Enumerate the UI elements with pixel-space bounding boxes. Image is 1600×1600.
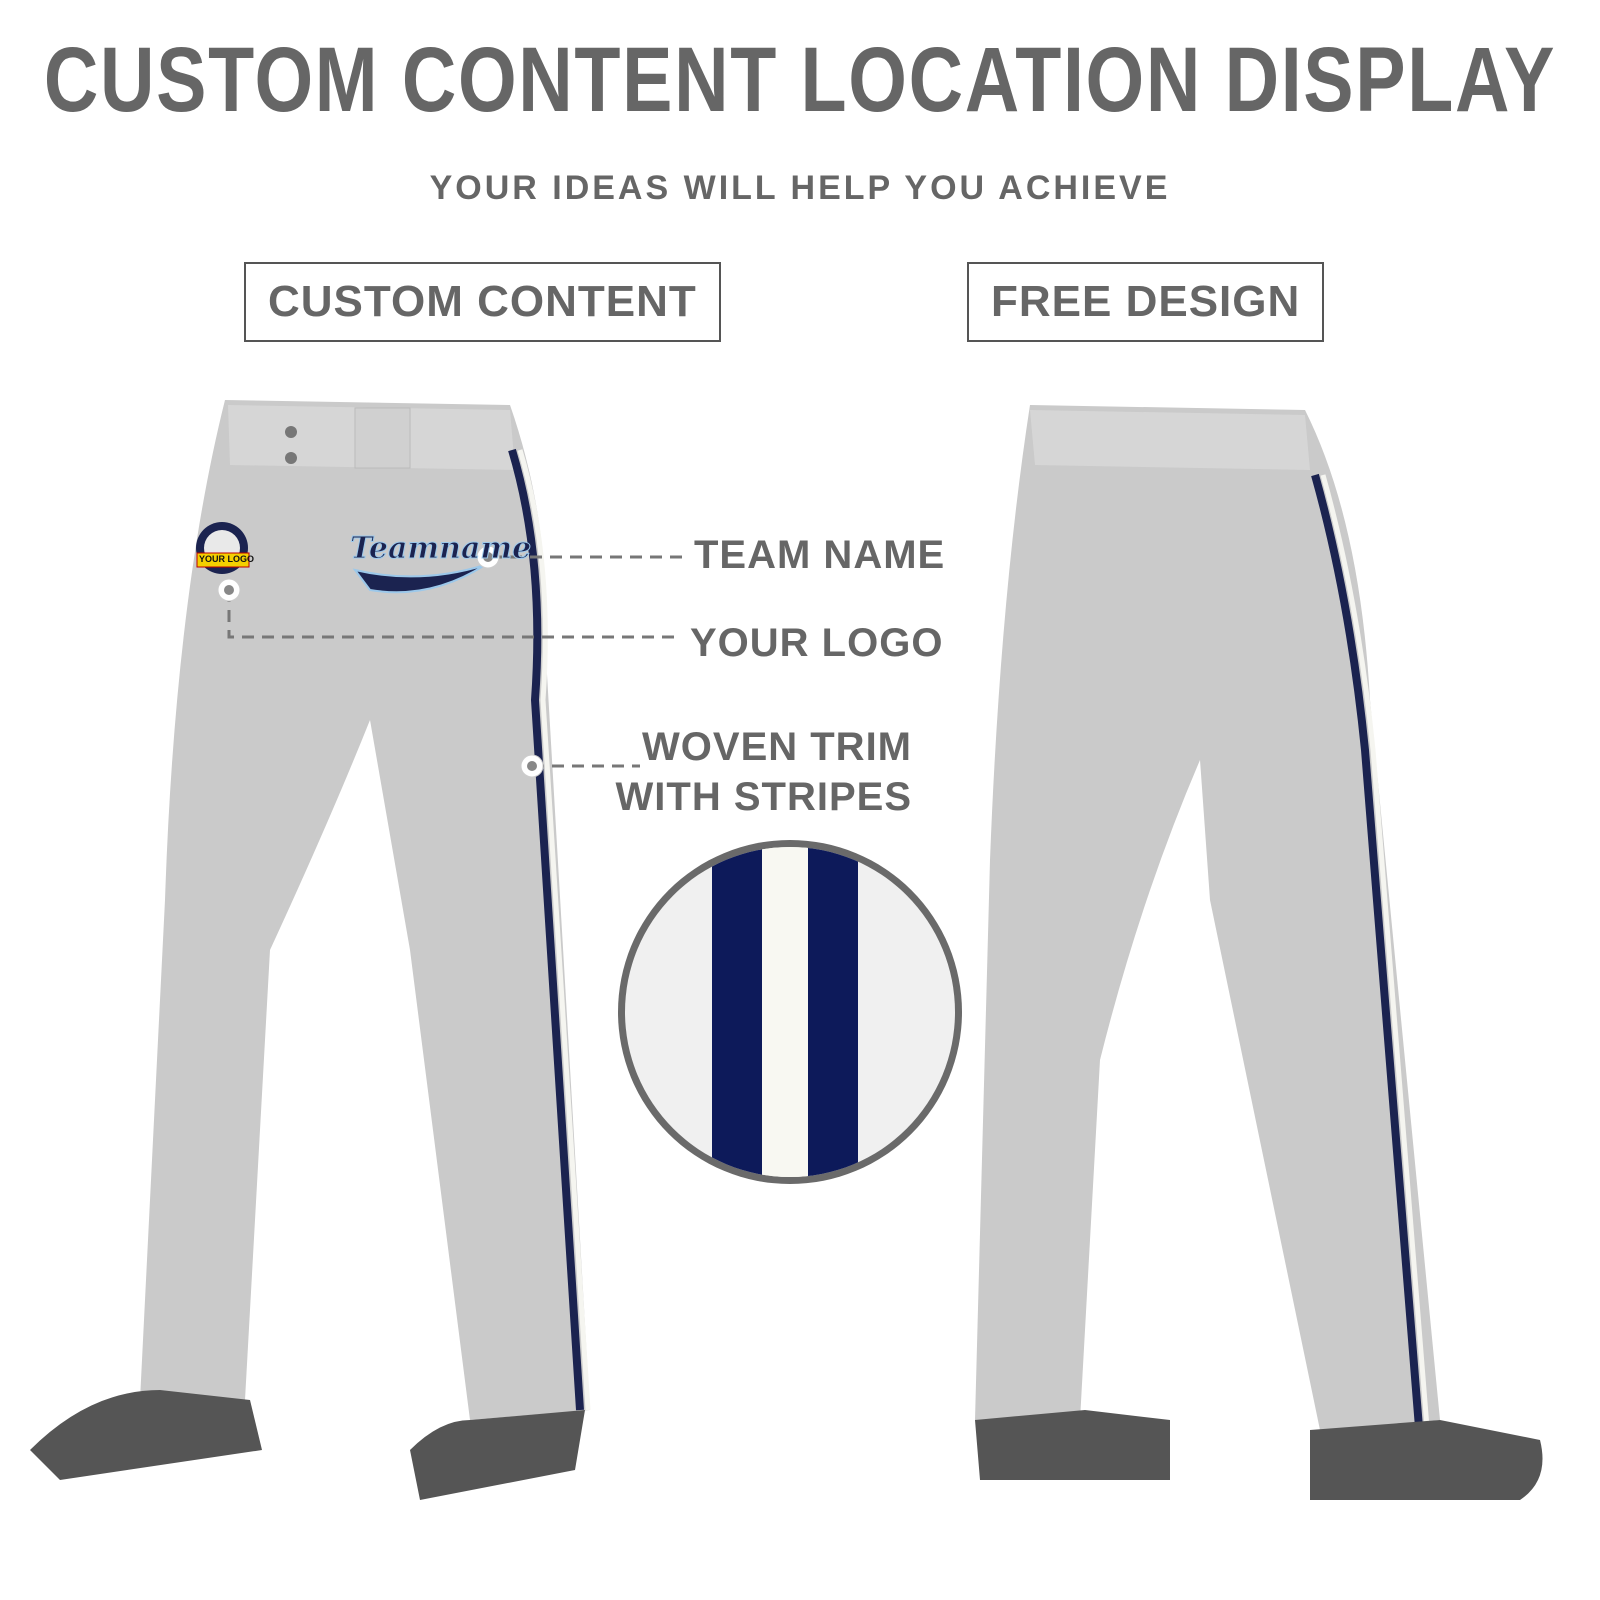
back-pants: [975, 405, 1543, 1500]
woven-trim-callout-line1: WOVEN TRIM: [642, 725, 912, 769]
callout-dots: [217, 545, 544, 778]
woven-trim-closeup: [618, 840, 962, 1184]
free-design-label: FREE DESIGN: [967, 262, 1325, 342]
logo-patch: [196, 522, 250, 574]
your-logo-callout: YOUR LOGO: [690, 621, 944, 665]
custom-content-label: CUSTOM CONTENT: [244, 262, 721, 342]
front-pants: [30, 400, 591, 1500]
callout-lines: [227, 555, 685, 768]
team-name-callout: TEAM NAME: [694, 533, 946, 577]
page-subtitle: YOUR IDEAS WILL HELP YOU ACHIEVE: [429, 169, 1171, 207]
team-name-embroidery: Teamname: [349, 531, 532, 566]
woven-trim-callout-line2: WITH STRIPES: [615, 775, 912, 819]
page-title: CUSTOM CONTENT LOCATION DISPLAY: [43, 29, 1557, 131]
logo-text: YOUR LOGO: [199, 554, 255, 564]
